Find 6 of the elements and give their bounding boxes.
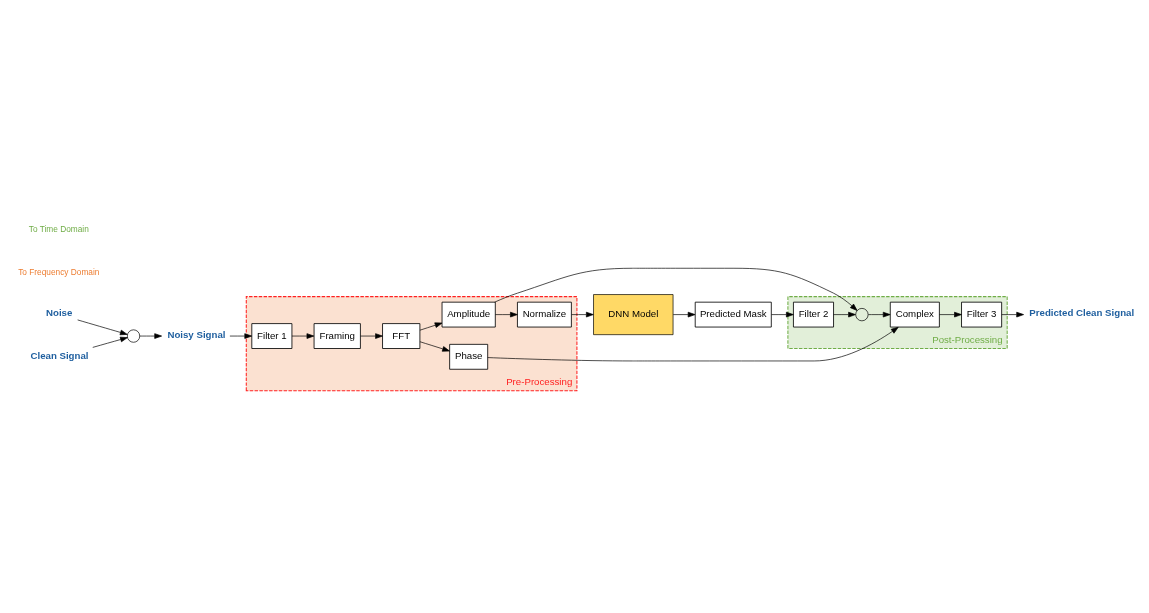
node-text: Predicted Clean Signal: [1029, 306, 1135, 318]
node-text: Noise: [46, 306, 73, 318]
node-text: Noisy Signal: [167, 328, 226, 340]
label: To Frequency Domain: [18, 266, 100, 277]
label: To Time Domain: [28, 223, 89, 234]
node-text: Clean Signal: [30, 349, 89, 361]
